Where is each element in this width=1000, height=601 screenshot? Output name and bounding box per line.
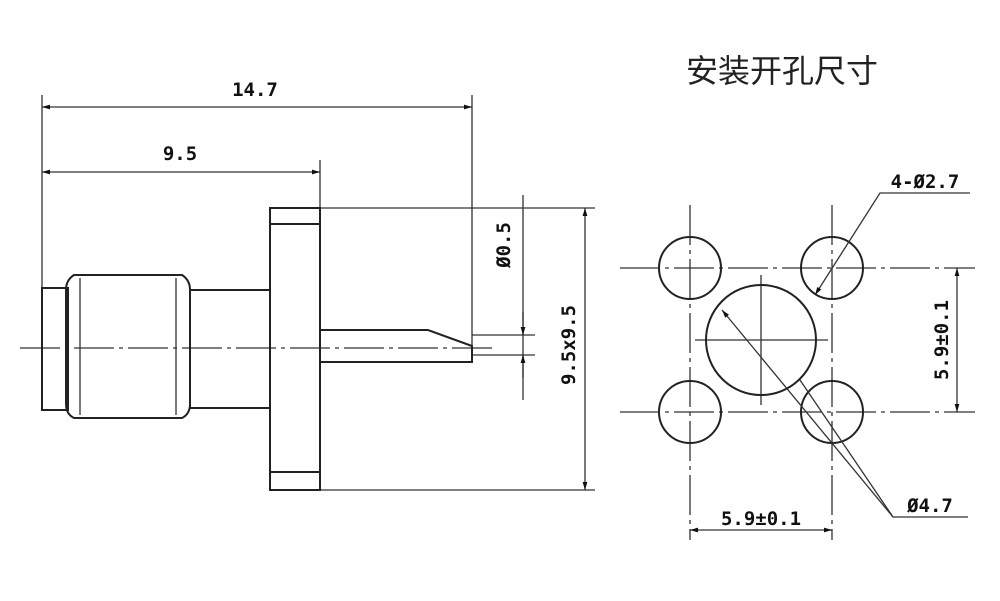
body-length-label: 9.5	[163, 143, 197, 165]
connector-cap	[41, 287, 69, 411]
vertical-spacing-label: 5.9±0.1	[931, 300, 953, 380]
side-view: 14.7 9.5 Ø0.5 9.5x9.5	[20, 79, 595, 491]
mount-holes-label: 4-Ø2.7	[891, 171, 960, 193]
center-hole-label: Ø4.7	[906, 495, 953, 517]
flange-size-label: 9.5x9.5	[558, 305, 580, 385]
center-pin	[320, 329, 473, 363]
overall-length-label: 14.7	[232, 79, 278, 101]
pin-diameter-label: Ø0.5	[493, 222, 515, 269]
horizontal-spacing-label: 5.9±0.1	[721, 508, 801, 530]
cutout-title: 安装开孔尺寸	[686, 52, 878, 90]
flange	[269, 207, 321, 491]
center-hole	[705, 284, 817, 396]
mount-hole	[658, 236, 722, 300]
connector-body	[189, 289, 271, 409]
mount-hole	[658, 380, 722, 444]
coupling-nut	[65, 274, 191, 419]
mount-hole	[800, 236, 864, 300]
panel-cutout: 安装开孔尺寸 4-Ø2.7 Ø4.7 5.9±0.1 5.9±0.1	[620, 52, 975, 540]
